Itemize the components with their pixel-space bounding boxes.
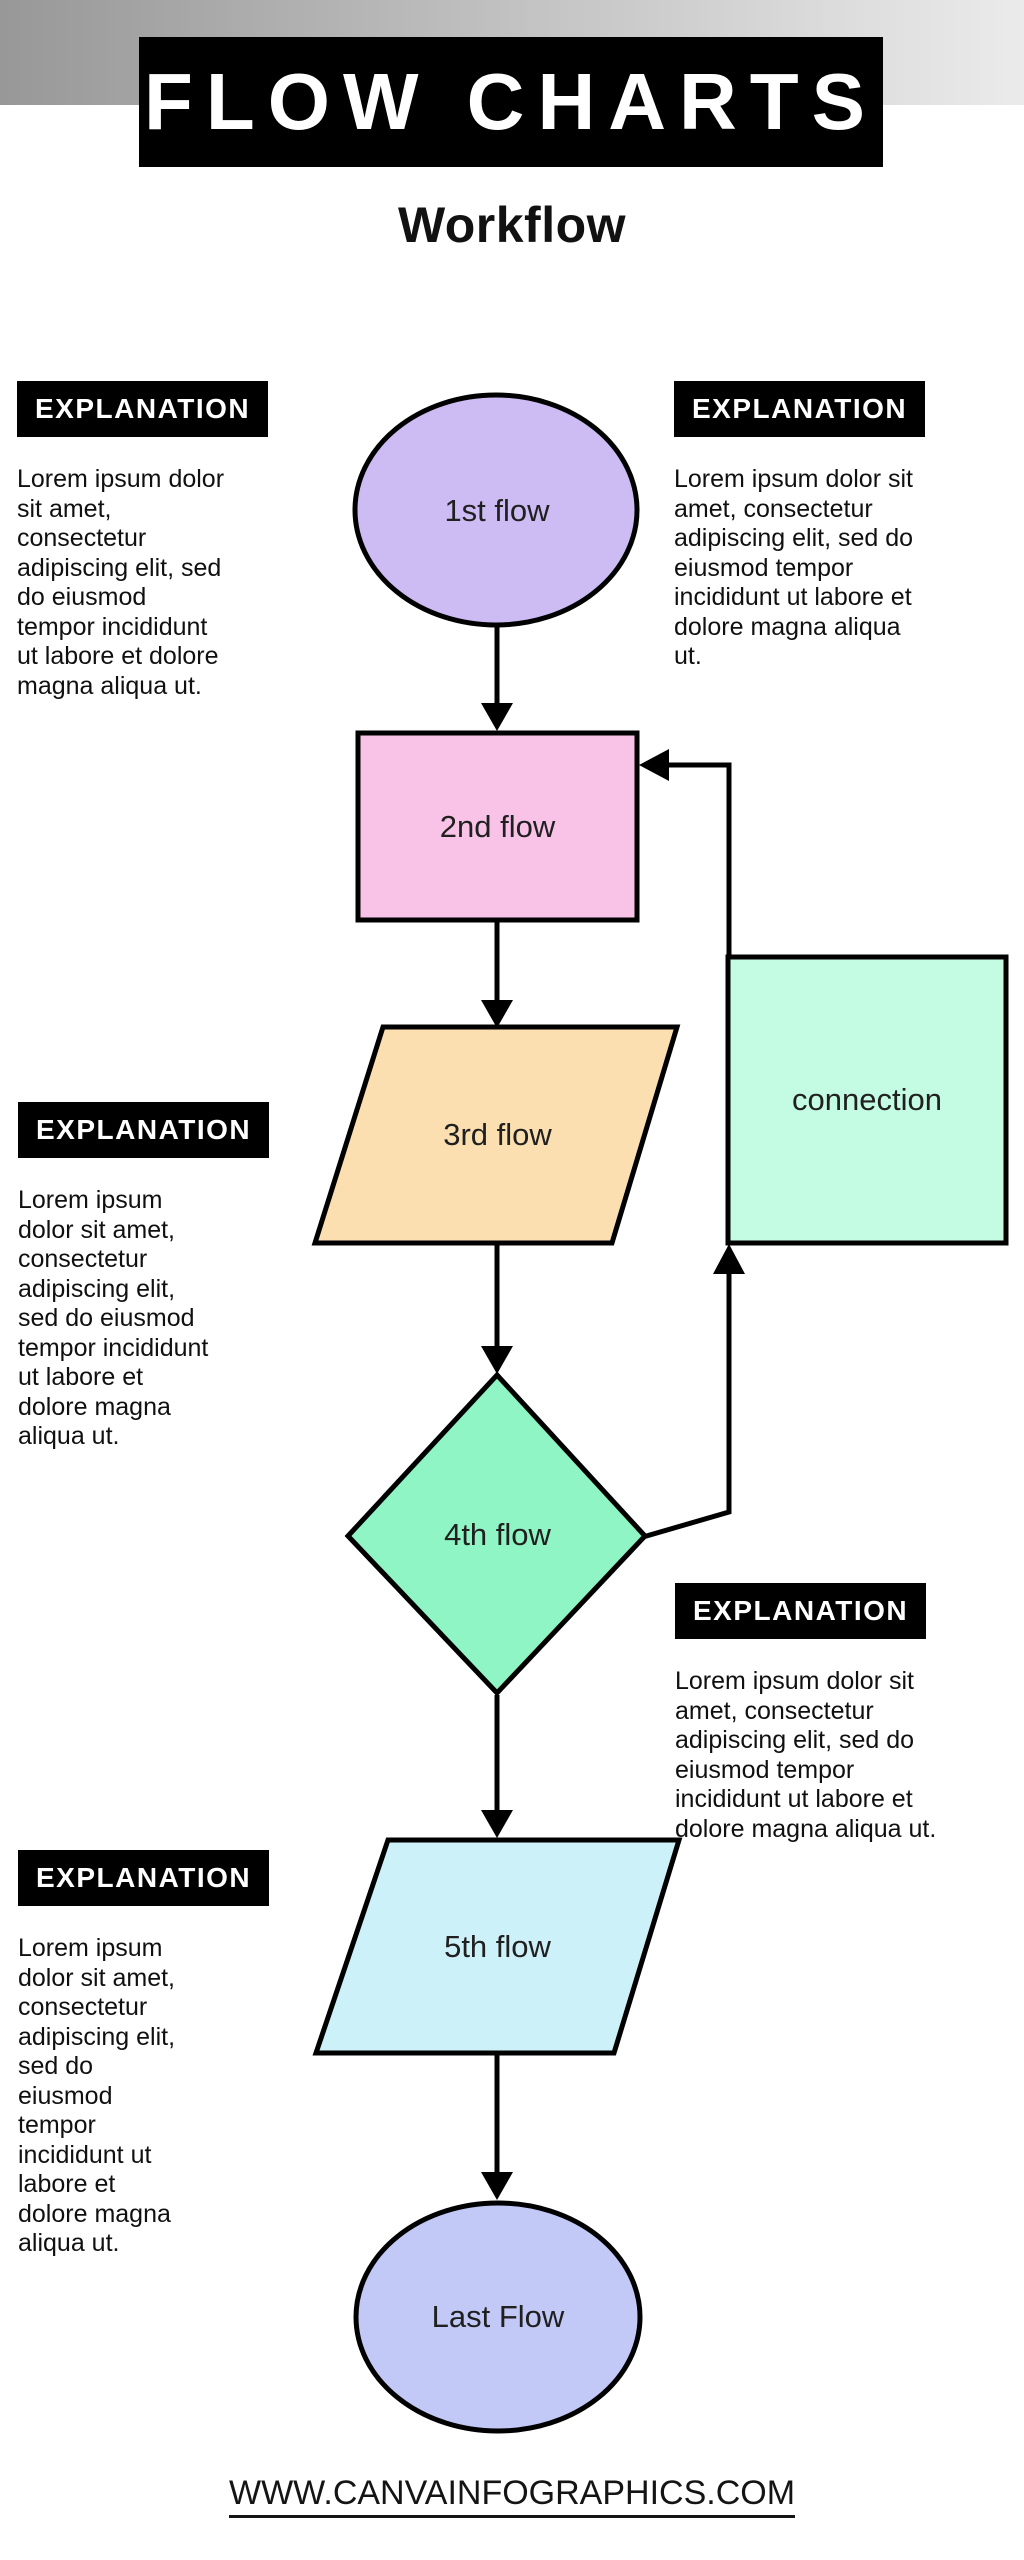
arrow-4th-to-5th [481, 1695, 513, 1838]
arrow-4th-to-connection [642, 1244, 745, 1540]
arrow-1st-to-2nd [481, 627, 513, 731]
node-4th-flow [344, 1371, 649, 1697]
explanation-block-mid-left: EXPLANATION Lorem ipsum dolor sit amet, … [18, 1102, 330, 1452]
explanation-text: Lorem ipsum dolor sit amet, consectetur … [17, 465, 225, 700]
arrow-connection-to-2nd [639, 749, 732, 955]
node-last-flow [353, 2200, 643, 2434]
explanation-text: Lorem ipsum dolor sit amet, consectetur … [18, 1934, 176, 2257]
explanation-heading: EXPLANATION [18, 1102, 270, 1158]
title-banner: FLOW CHARTS [139, 37, 883, 167]
explanation-text: Lorem ipsum dolor sit amet, consectetur … [18, 1186, 209, 1450]
node-3rd-flow [311, 1024, 681, 1246]
arrow-3rd-to-4th [481, 1245, 513, 1374]
explanation-heading: EXPLANATION [17, 381, 269, 437]
node-connection [725, 954, 1009, 1246]
node-2nd-flow [355, 730, 640, 923]
explanation-block-bottom-left: EXPLANATION Lorem ipsum dolor sit amet, … [18, 1850, 330, 2259]
explanation-text: Lorem ipsum dolor sit amet, consectetur … [674, 465, 914, 670]
node-1st-flow [352, 392, 640, 628]
arrow-2nd-to-3rd [481, 922, 513, 1028]
footer-link[interactable]: WWW.CANVAINFOGRAPHICS.COM [228, 2474, 796, 2518]
explanation-block-top-right: EXPLANATION Lorem ipsum dolor sit amet, … [674, 381, 1008, 672]
arrow-5th-to-last [481, 2055, 513, 2200]
explanation-heading: EXPLANATION [675, 1583, 927, 1639]
explanation-heading: EXPLANATION [674, 381, 926, 437]
explanation-block-top-left: EXPLANATION Lorem ipsum dolor sit amet, … [17, 381, 329, 701]
node-5th-flow [312, 1837, 683, 2056]
page-subtitle: Workflow [397, 197, 627, 253]
page-title: FLOW CHARTS [143, 57, 878, 146]
explanation-heading: EXPLANATION [18, 1850, 270, 1906]
footer: WWW.CANVAINFOGRAPHICS.COM [0, 2474, 1024, 2518]
explanation-text: Lorem ipsum dolor sit amet, consectetur … [675, 1667, 937, 1843]
explanation-block-mid-right: EXPLANATION Lorem ipsum dolor sit amet, … [675, 1583, 1009, 1844]
